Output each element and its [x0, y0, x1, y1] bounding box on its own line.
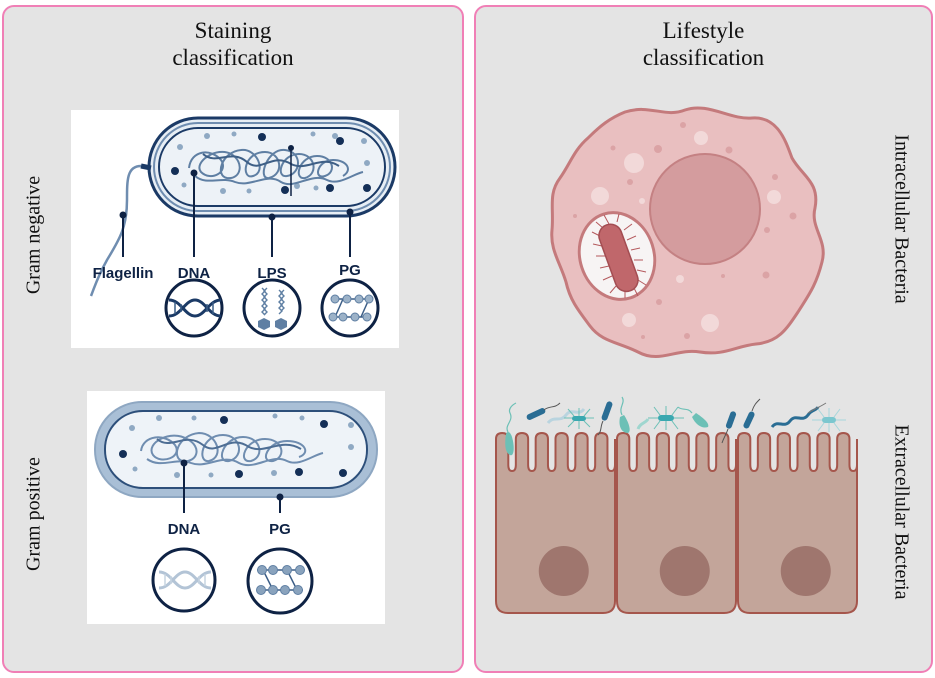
dna-helix-icon	[151, 547, 217, 613]
gram-negative-diagram: Flagellin DNA LPS PG	[71, 110, 399, 348]
phagosome	[577, 211, 657, 301]
chromosome-tangle	[140, 431, 324, 466]
host-cell-nucleus	[649, 153, 761, 265]
dna-helix-icon	[164, 278, 224, 338]
lps-label: LPS	[257, 265, 286, 282]
staining-title-line2: classification	[172, 45, 294, 70]
staining-classification-panel: Staining classification Gram negative Gr…	[2, 5, 464, 673]
extracellular-microbes	[505, 396, 846, 456]
intracellular-bacteria-label: Intracellular Bacteria	[890, 134, 913, 304]
flagellum	[89, 164, 142, 297]
peptidoglycan-icon	[246, 547, 314, 615]
lifestyle-classification-panel: Lifestyle classification Intracellular B…	[474, 5, 933, 673]
fimbriated-microbe	[648, 406, 684, 430]
extracellular-bacteria-label: Extracellular Bacteria	[890, 424, 913, 600]
epithelial-cell-nucleus	[538, 546, 589, 596]
flagellin-label: Flagellin	[93, 265, 154, 282]
fimbriated-microbe	[564, 408, 594, 429]
epithelial-cells	[495, 431, 858, 614]
gram-positive-pg-label: PG	[269, 521, 291, 538]
peptidoglycan-icon	[320, 278, 380, 338]
host-cell-illustration	[550, 106, 825, 358]
intracellular-bacterium	[598, 223, 639, 293]
lifestyle-panel-title: Lifestyle classification	[476, 17, 931, 71]
gram-positive-label: Gram positive	[22, 457, 45, 571]
gram-negative-dna-label: DNA	[178, 265, 211, 282]
lps-molecule-icon	[242, 278, 302, 338]
epithelial-cell-nucleus	[659, 546, 710, 596]
epithelial-cell-nucleus	[780, 546, 831, 596]
gram-negative-bacterium	[89, 116, 397, 297]
lifestyle-title-line1: Lifestyle	[662, 18, 745, 43]
gram-positive-bacterium	[94, 401, 378, 498]
staining-panel-title: Staining classification	[4, 17, 462, 71]
gram-positive-dna-label: DNA	[168, 521, 201, 538]
fimbriated-microbe	[812, 408, 846, 432]
gram-negative-label: Gram negative	[22, 175, 45, 295]
epithelium-illustration	[495, 396, 858, 614]
chromosome-tangle	[188, 148, 364, 185]
gram-negative-pg-label: PG	[339, 262, 361, 279]
staining-title-line1: Staining	[194, 18, 272, 43]
lifestyle-title-line2: classification	[642, 45, 765, 70]
gram-positive-diagram: DNA PG	[87, 391, 385, 624]
